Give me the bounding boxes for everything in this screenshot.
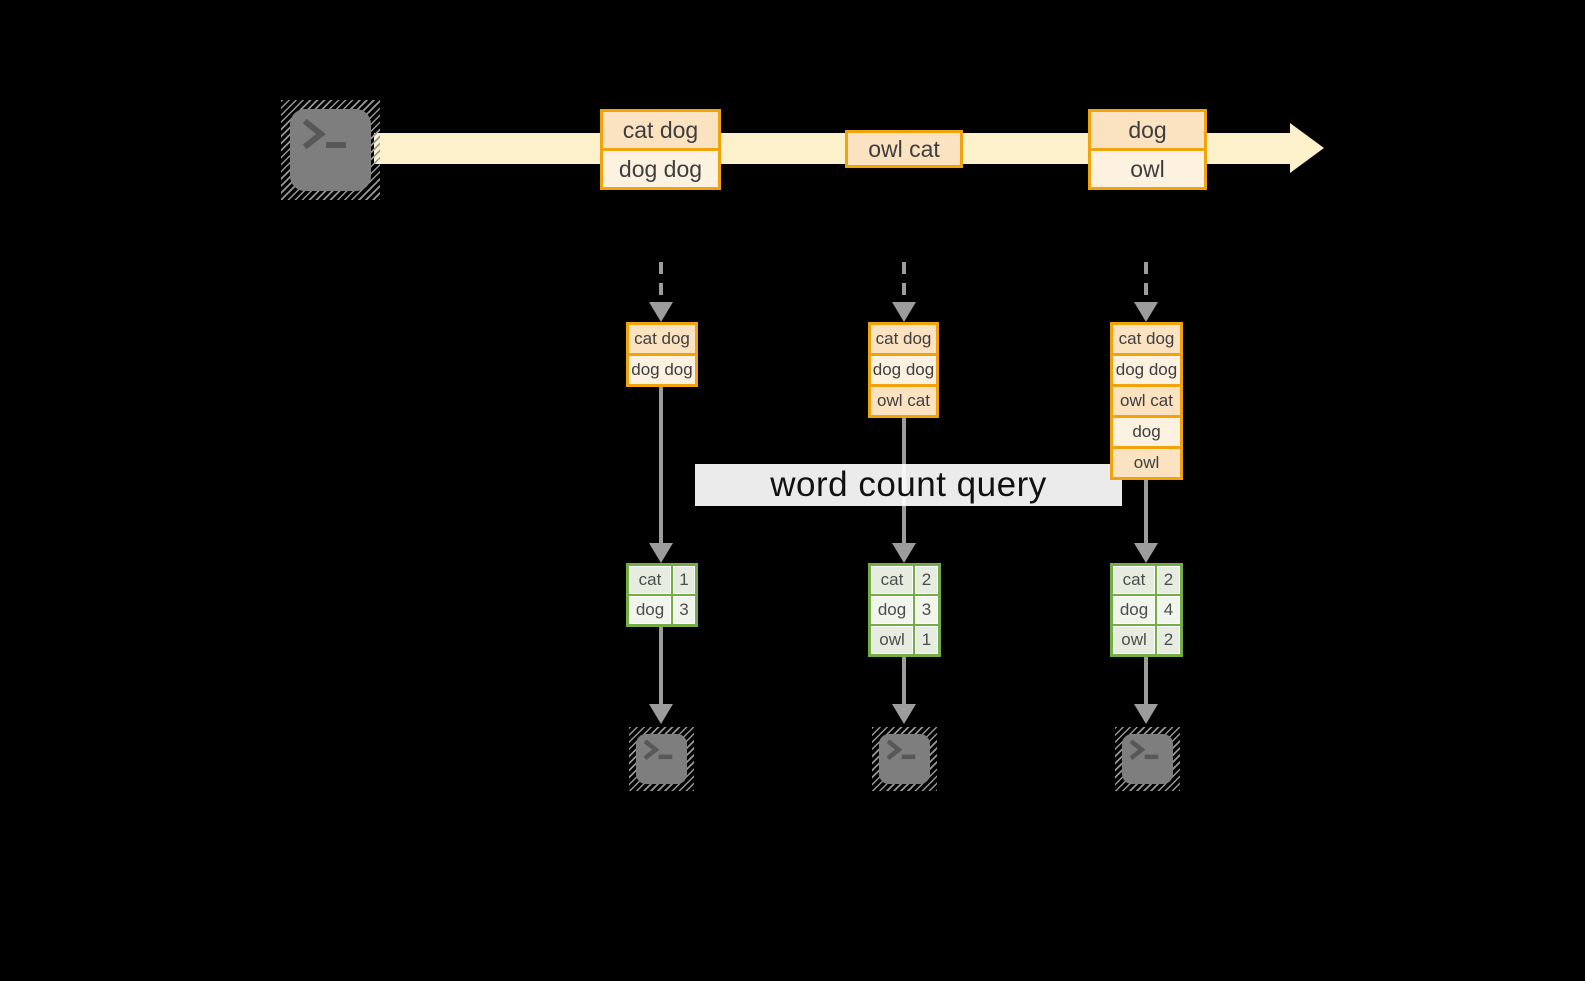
arrowhead-icon bbox=[1134, 302, 1158, 322]
source-terminal-icon bbox=[281, 100, 380, 200]
count-cell: 4 bbox=[1157, 596, 1180, 624]
stream-event-batch-1: cat dog dog dog bbox=[600, 109, 721, 190]
stream-event-batch-3: dog owl bbox=[1088, 109, 1207, 190]
connector-line bbox=[659, 627, 663, 705]
stream-arrowhead-icon bbox=[1290, 123, 1324, 173]
connector-line bbox=[1144, 657, 1148, 705]
dashed-connector bbox=[902, 262, 906, 304]
dashed-connector bbox=[659, 262, 663, 304]
table-row: owl 1 bbox=[871, 626, 938, 654]
state-line: cat dog bbox=[871, 325, 936, 353]
connector-line bbox=[659, 387, 663, 545]
count-cell: 2 bbox=[915, 566, 938, 594]
arrowhead-icon bbox=[649, 543, 673, 563]
event-line: dog dog bbox=[603, 151, 718, 187]
sink-terminal-icon bbox=[629, 727, 694, 791]
state-box-1: cat dog dog dog bbox=[626, 322, 698, 387]
table-row: dog 3 bbox=[871, 596, 938, 624]
event-line: owl cat bbox=[848, 133, 960, 165]
terminal-prompt-icon bbox=[1130, 740, 1159, 761]
word-cell: cat bbox=[871, 566, 913, 594]
query-label-banner: word count query bbox=[695, 464, 1122, 506]
table-row: dog 4 bbox=[1113, 596, 1180, 624]
terminal-prompt-icon bbox=[887, 740, 916, 761]
dashed-connector bbox=[1144, 262, 1148, 304]
event-line: owl bbox=[1091, 151, 1204, 187]
count-cell: 3 bbox=[915, 596, 938, 624]
event-line: cat dog bbox=[603, 112, 718, 148]
state-line: owl cat bbox=[1113, 387, 1180, 415]
word-cell: owl bbox=[871, 626, 913, 654]
wordcount-table-2: cat 2 dog 3 owl 1 bbox=[868, 563, 941, 657]
terminal-body bbox=[636, 734, 687, 784]
arrowhead-icon bbox=[1134, 543, 1158, 563]
state-line: dog dog bbox=[1113, 356, 1180, 384]
arrowhead-icon bbox=[892, 704, 916, 724]
terminal-body bbox=[879, 734, 930, 784]
wordcount-table-1: cat 1 dog 3 bbox=[626, 563, 698, 627]
arrowhead-icon bbox=[892, 543, 916, 563]
arrowhead-icon bbox=[649, 704, 673, 724]
connector-line bbox=[902, 657, 906, 705]
state-line: dog bbox=[1113, 418, 1180, 446]
table-row: cat 1 bbox=[629, 566, 695, 594]
terminal-prompt-icon bbox=[644, 740, 673, 761]
count-cell: 2 bbox=[1157, 626, 1180, 654]
event-line: dog bbox=[1091, 112, 1204, 148]
state-line: cat dog bbox=[1113, 325, 1180, 353]
state-box-2: cat dog dog dog owl cat bbox=[868, 322, 939, 418]
word-cell: dog bbox=[871, 596, 913, 624]
terminal-prompt-icon bbox=[302, 118, 346, 150]
count-cell: 1 bbox=[673, 566, 695, 594]
arrowhead-icon bbox=[649, 302, 673, 322]
count-cell: 3 bbox=[673, 596, 695, 624]
state-line: owl cat bbox=[871, 387, 936, 415]
sink-terminal-icon bbox=[1115, 727, 1180, 791]
state-line: dog dog bbox=[871, 356, 936, 384]
word-cell: cat bbox=[1113, 566, 1155, 594]
connector-line bbox=[1144, 480, 1148, 545]
arrowhead-icon bbox=[892, 302, 916, 322]
word-cell: owl bbox=[1113, 626, 1155, 654]
table-row: cat 2 bbox=[1113, 566, 1180, 594]
state-line: owl bbox=[1113, 449, 1180, 477]
wordcount-table-3: cat 2 dog 4 owl 2 bbox=[1110, 563, 1183, 657]
word-cell: dog bbox=[1113, 596, 1155, 624]
terminal-body bbox=[1122, 734, 1173, 784]
sink-terminal-icon bbox=[872, 727, 937, 791]
stream-event-batch-2: owl cat bbox=[845, 130, 963, 168]
table-row: cat 2 bbox=[871, 566, 938, 594]
state-box-3: cat dog dog dog owl cat dog owl bbox=[1110, 322, 1183, 480]
word-cell: dog bbox=[629, 596, 671, 624]
terminal-body bbox=[290, 109, 371, 191]
count-cell: 1 bbox=[915, 626, 938, 654]
state-line: dog dog bbox=[629, 356, 695, 384]
state-line: cat dog bbox=[629, 325, 695, 353]
count-cell: 2 bbox=[1157, 566, 1180, 594]
table-row: dog 3 bbox=[629, 596, 695, 624]
arrowhead-icon bbox=[1134, 704, 1158, 724]
table-row: owl 2 bbox=[1113, 626, 1180, 654]
word-cell: cat bbox=[629, 566, 671, 594]
